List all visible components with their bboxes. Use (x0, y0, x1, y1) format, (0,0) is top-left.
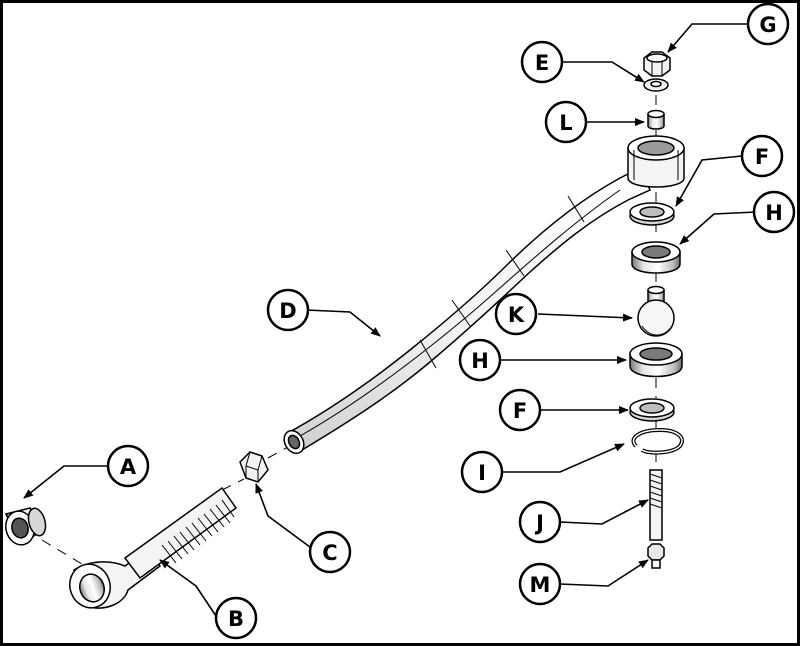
bushing-a (4, 507, 47, 546)
callout-a: A (106, 444, 150, 488)
callout-g-label: G (759, 13, 776, 37)
callout-i-label: I (478, 461, 486, 485)
callout-h-upper: H (752, 190, 796, 234)
callout-l: L (544, 100, 588, 144)
race-h-upper (631, 241, 681, 274)
callout-d-label: D (279, 299, 296, 323)
callout-d: D (266, 288, 310, 332)
leader-lines (23, 23, 757, 617)
rod-thread (161, 499, 235, 564)
snap-ring-i (631, 427, 684, 455)
bolt-j (649, 469, 663, 541)
callout-i: I (460, 450, 504, 494)
ring-f-upper (629, 202, 675, 226)
callout-k: K (494, 292, 538, 336)
callout-f-upper-label: F (755, 145, 769, 169)
callout-h-lower: H (458, 338, 502, 382)
callout-c-label: C (322, 541, 337, 565)
tube-d (283, 166, 651, 455)
race-h-lower (629, 342, 683, 378)
callout-e-label: E (535, 51, 549, 75)
callout-a-label: A (120, 455, 137, 479)
ball-stud-k (637, 285, 675, 337)
callout-c: C (308, 530, 352, 574)
callout-k-label: K (508, 303, 525, 327)
spacer-l (647, 109, 665, 130)
callout-b: B (214, 596, 258, 640)
hex-nut-c (239, 451, 269, 483)
rod-end-b (69, 486, 238, 609)
callout-g: G (746, 2, 790, 46)
callout-l-label: L (559, 111, 572, 135)
grease-fitting-m (647, 543, 665, 569)
ring-f-lower (629, 398, 675, 422)
callout-e: E (520, 40, 564, 84)
callout-f-lower-label: F (513, 399, 527, 423)
callout-m-label: M (530, 573, 551, 597)
callout-j: J (518, 500, 562, 544)
callout-h-upper-label: H (765, 201, 783, 225)
callout-j-label: J (534, 511, 544, 535)
tube-eye-housing (627, 135, 685, 188)
callout-m: M (518, 562, 562, 606)
callout-b-label: B (228, 607, 244, 631)
callout-h-lower-label: H (471, 349, 489, 373)
callout-f-lower: F (498, 388, 542, 432)
nut-g (643, 51, 671, 77)
callout-f-upper: F (740, 134, 784, 178)
washer-e (643, 78, 669, 92)
